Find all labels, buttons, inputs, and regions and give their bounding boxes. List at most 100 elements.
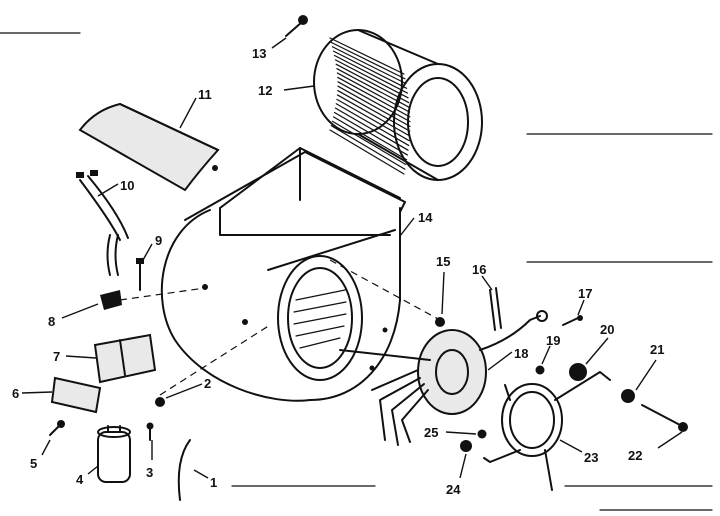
blower-vane [336,68,410,108]
blower-vane [337,76,411,118]
callout-9: 9 [142,233,162,261]
motor-leads [371,369,429,446]
clip-part-8 [100,290,122,310]
svg-text:25: 25 [424,425,438,440]
blower-vane [330,125,406,170]
blower-vane [336,94,411,137]
screw-part-5 [49,420,65,436]
blower-vane [333,54,408,94]
callout-14: 14 [399,210,433,237]
svg-text:10: 10 [120,178,134,193]
blower-vane [335,103,410,147]
wire-leads-part-10 [76,170,129,276]
callout-2: 2 [165,376,211,399]
blower-vane [337,85,411,127]
capacitor-part-4 [97,425,131,483]
svg-text:7: 7 [53,349,60,364]
callout-21: 21 [635,342,664,391]
svg-text:6: 6 [12,386,19,401]
grommet-part-15 [435,317,445,327]
svg-text:2: 2 [204,376,211,391]
callout-15: 15 [436,254,450,315]
svg-text:11: 11 [198,87,212,102]
blower-vane [334,59,409,99]
callout-5: 5 [30,439,51,471]
svg-text:4: 4 [76,472,84,487]
svg-text:15: 15 [436,254,450,269]
svg-text:9: 9 [155,233,162,248]
svg-text:1: 1 [210,475,217,490]
callout-23: 23 [559,439,598,465]
blower-wheel-part-12 [313,29,483,181]
svg-text:21: 21 [650,342,664,357]
callout-10: 10 [97,178,134,197]
nut-part-24 [460,440,472,452]
callout-22: 22 [628,431,683,463]
screw-part-3 [146,422,154,441]
motor-mount-part-23 [483,371,611,491]
svg-text:16: 16 [472,262,486,277]
blower-wheel-vanes [329,37,411,175]
svg-text:17: 17 [578,286,592,301]
motor-arm-part-16 [489,287,502,331]
nut-part-2 [155,397,165,407]
blower-vane [331,46,407,85]
svg-text:13: 13 [252,46,266,61]
nut-part-25 [477,429,487,439]
blower-vane [336,98,410,142]
callout-3: 3 [146,440,153,480]
callout-8: 8 [48,303,99,329]
cutoff-plate-part-11 [78,102,220,192]
blower-vane [329,37,405,75]
blower-vane [332,116,408,161]
blower-vane [335,63,410,104]
blower-vane [336,72,411,113]
svg-text:20: 20 [600,322,614,337]
callout-11: 11 [179,87,212,129]
blower-housing-part-14 [160,147,406,402]
svg-text:22: 22 [628,448,642,463]
blower-vane [333,111,408,156]
callout-7: 7 [53,349,97,364]
callout-12: 12 [258,83,315,98]
callout-labels: 1 2 3 4 5 6 7 8 [12,37,683,497]
grommet-part-20 [569,363,587,381]
screw-part-13 [285,15,308,37]
svg-text:3: 3 [146,465,153,480]
capacitor-bracket-part-7 [93,333,157,384]
motor-part-18 [339,310,548,415]
callout-18: 18 [487,346,528,371]
svg-text:24: 24 [446,482,461,497]
svg-text:5: 5 [30,456,37,471]
callout-6: 6 [12,386,53,401]
bolt-part-9 [136,258,144,291]
blower-vane [329,129,405,175]
scan-artifact-lines [0,32,713,511]
mounting-plate-part-6 [50,376,102,414]
blower-vane [337,81,411,123]
alignment-lines [119,259,441,396]
blower-vane [331,120,407,166]
callout-20: 20 [585,322,614,365]
svg-text:19: 19 [546,333,560,348]
svg-text:18: 18 [514,346,528,361]
callout-24: 24 [446,453,467,497]
callout-4: 4 [76,465,99,487]
svg-text:23: 23 [584,450,598,465]
screw-part-17 [562,315,583,326]
callout-25: 25 [424,425,477,440]
mounting-strap-part-1 [177,439,191,501]
blower-vane [337,89,411,132]
callout-1: 1 [193,469,217,490]
bushing-part-21 [621,389,635,403]
callout-16: 16 [472,262,493,291]
callout-17: 17 [577,286,592,316]
svg-text:8: 8 [48,314,55,329]
blower-vane [334,107,409,151]
bolt-part-22 [641,404,688,432]
svg-text:12: 12 [258,83,272,98]
callout-13: 13 [252,37,287,61]
blower-vane [330,41,406,80]
svg-text:14: 14 [418,210,433,225]
